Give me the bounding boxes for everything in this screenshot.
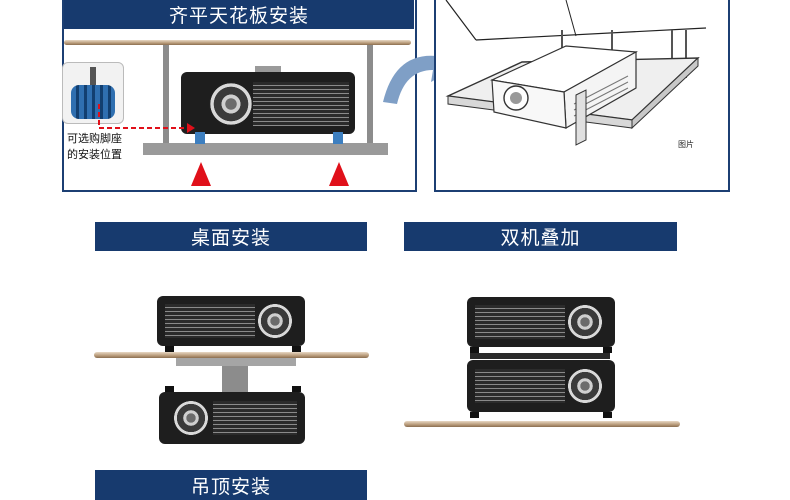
- lift-arrow-left: [191, 162, 211, 186]
- projector-lens: [173, 400, 209, 436]
- screw-shaft: [90, 67, 96, 89]
- desktop-shelf: [94, 352, 369, 358]
- ceiling-rail: [64, 40, 411, 45]
- projector-hanging: [159, 392, 305, 444]
- optional-foot-left: [195, 132, 205, 144]
- ceiling-mount-illustration: [445, 0, 707, 146]
- optional-foot-right: [333, 132, 343, 144]
- photo-label: 图片: [678, 140, 694, 149]
- projector-lens: [567, 304, 603, 340]
- projector-stacked-top: [467, 297, 615, 347]
- projector-top-handle: [255, 66, 281, 74]
- projector-desktop-upper: [157, 296, 305, 346]
- desktop-title: 桌面安装: [95, 222, 367, 251]
- hanging-title: 吊顶安装: [95, 470, 367, 500]
- foot-zoom-callout: [62, 62, 124, 124]
- lift-arrow-right: [329, 162, 349, 186]
- flush-ceiling-title: 齐平天花板安装: [64, 0, 414, 29]
- mount-post-right: [367, 45, 373, 143]
- callout-text-2: 的安装位置: [67, 148, 122, 161]
- callout-dashed-arrow: [98, 104, 195, 133]
- mount-post-left: [163, 45, 169, 143]
- projector-flush-mount: [181, 72, 355, 134]
- projector-lens: [257, 303, 293, 339]
- stacked-title: 双机叠加: [404, 222, 677, 251]
- projector-lens: [209, 82, 253, 126]
- projector-stacked-bottom: [467, 360, 615, 412]
- stacked-shelf: [404, 421, 680, 427]
- mount-plate: [143, 143, 388, 155]
- callout-text-1: 可选购脚座: [67, 132, 122, 145]
- foot-icon: [71, 85, 115, 119]
- projector-lens: [567, 368, 603, 404]
- hanging-mount-post: [222, 365, 248, 393]
